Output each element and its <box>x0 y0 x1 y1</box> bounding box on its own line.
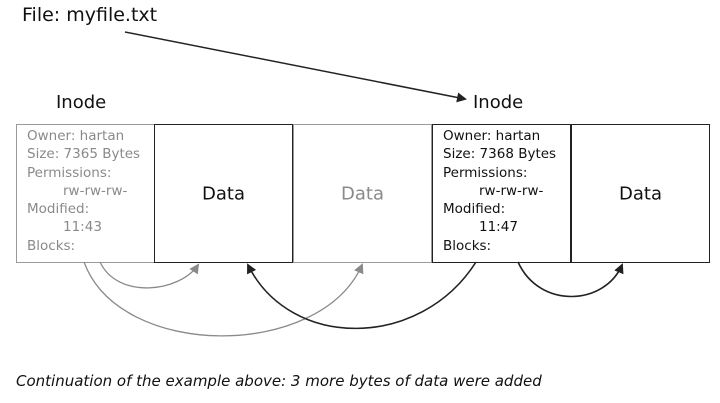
new-block-arrow-2 <box>517 261 624 298</box>
new-inode-box: Owner: hartan Size: 7368 Bytes Permissio… <box>432 124 571 263</box>
old-inode-owner: Owner: hartan <box>27 128 125 144</box>
data-block-1: Data <box>154 124 293 263</box>
new-inode-permissions-label: Permissions: <box>443 164 528 181</box>
old-inode-size: Size: 7365 Bytes <box>27 146 141 163</box>
old-block-arrow-1 <box>99 261 200 289</box>
new-block-arrow-1 <box>247 261 477 330</box>
old-inode-fields: Owner: hartan Size: 7365 Bytes Permissio… <box>17 125 154 255</box>
new-inode-blocks-label: Blocks: <box>443 237 492 254</box>
new-inode-fields: Owner: hartan Size: 7368 Bytes Permissio… <box>433 125 570 255</box>
data-block-2-label: Data <box>341 183 384 204</box>
new-inode-modified: 11:47 <box>479 219 518 236</box>
data-block-3-label: Data <box>619 183 662 204</box>
new-inode-permissions: rw-rw-rw- <box>479 182 544 199</box>
old-block-arrow-2 <box>83 261 364 337</box>
old-inode-title: Inode <box>56 92 107 113</box>
old-inode-modified: 11:43 <box>63 219 102 236</box>
data-block-2: Data <box>293 124 432 263</box>
new-inode-modified-label: Modified: <box>443 201 506 218</box>
new-inode-size: Size: 7368 Bytes <box>443 146 557 163</box>
data-block-3: Data <box>571 124 710 263</box>
file-pointer-arrow <box>124 31 467 103</box>
data-block-1-label: Data <box>202 183 245 204</box>
old-inode-box: Owner: hartan Size: 7365 Bytes Permissio… <box>16 124 155 263</box>
old-inode-blocks-label: Blocks: <box>27 237 76 254</box>
new-inode-owner: Owner: hartan <box>443 128 541 144</box>
old-inode-permissions-label: Permissions: <box>27 164 112 181</box>
caption: Continuation of the example above: 3 mor… <box>16 372 542 390</box>
old-inode-permissions: rw-rw-rw- <box>63 182 128 199</box>
old-inode-modified-label: Modified: <box>27 201 90 218</box>
file-label: File: myfile.txt <box>22 4 158 26</box>
new-inode-title: Inode <box>473 92 524 113</box>
